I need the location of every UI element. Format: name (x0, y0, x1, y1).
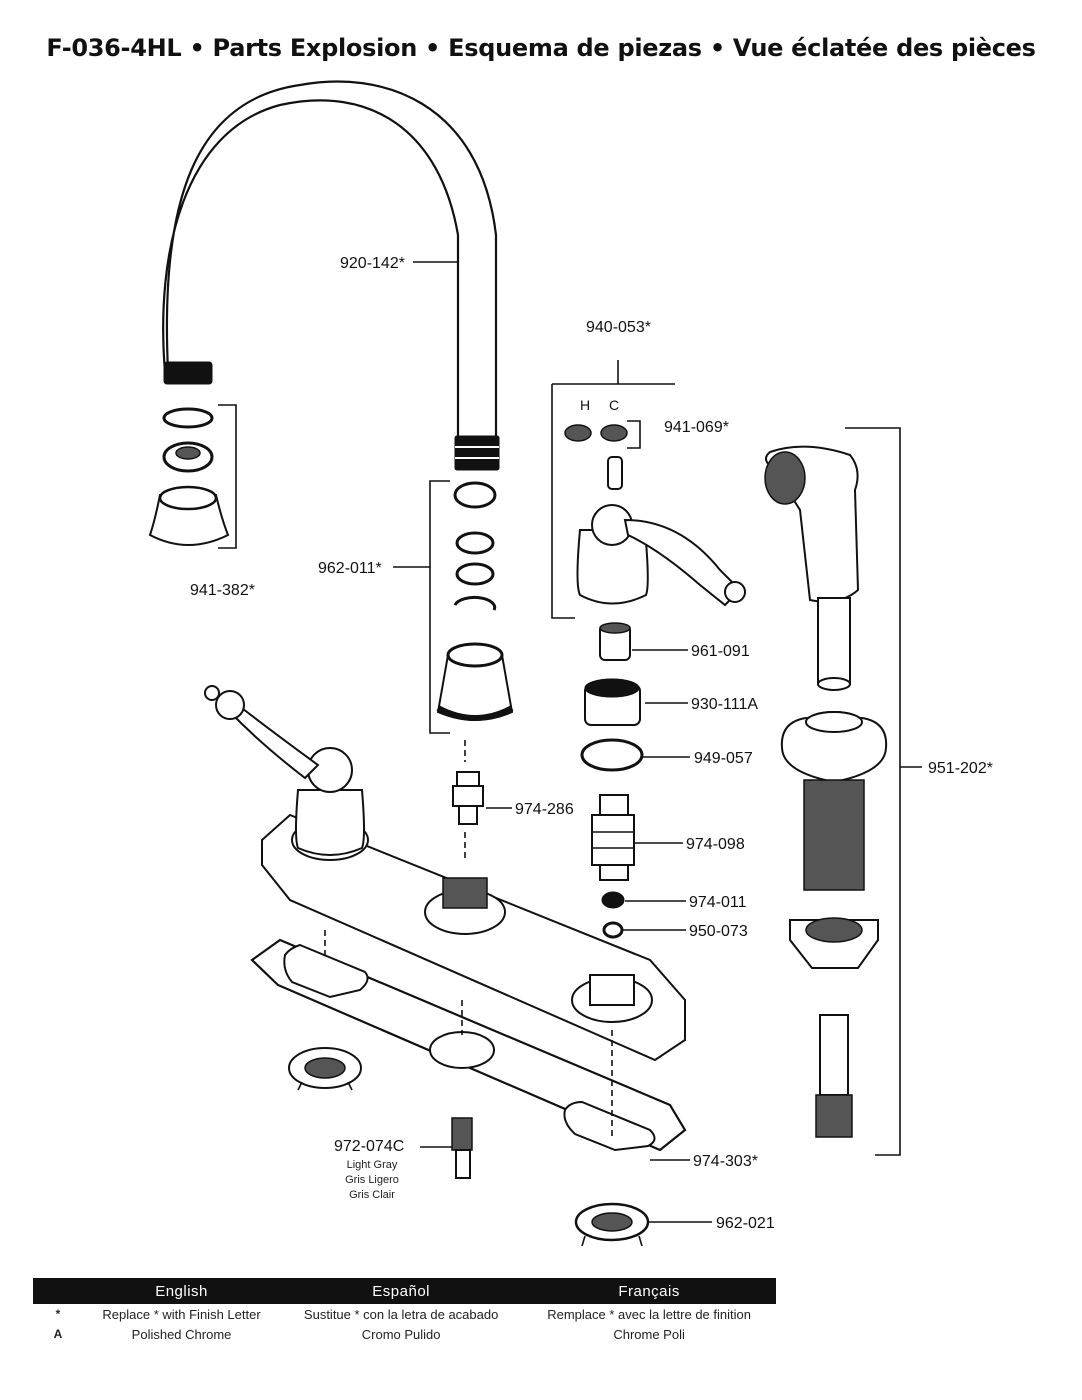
legend-header-french: Français (522, 1278, 776, 1304)
label-diverter: 974-286 (515, 801, 574, 818)
legend-key: * (55, 1307, 61, 1321)
label-o-ring: 949-057 (694, 750, 753, 767)
legend-header-english: English (83, 1278, 281, 1304)
legend-header-row: English Español Français (33, 1278, 776, 1304)
label-hose-adapter-color-es: Gris Ligero (345, 1174, 399, 1186)
finish-legend: English Español Français * Replace * wit… (33, 1278, 776, 1344)
legend-english: Polished Chrome (131, 1326, 232, 1342)
label-handle-assembly: 940-053* (586, 319, 651, 336)
label-seat: 974-011 (689, 894, 747, 911)
legend-row: A Polished Chrome Cromo Pulido Chrome Po… (33, 1324, 776, 1344)
part-labels: 920-142* 941-382* 962-011* 940-053* 941-… (190, 255, 993, 1232)
label-hose-adapter-color-fr: Gris Clair (349, 1189, 395, 1201)
label-cartridge: 974-098 (686, 836, 745, 853)
legend-french: Remplace * avec la lettre de finition (547, 1306, 751, 1322)
hose-adapter (420, 1117, 473, 1179)
label-spray-assembly: 951-202* (928, 760, 993, 777)
locknut-left (288, 1047, 362, 1091)
left-handle (204, 685, 365, 856)
legend-header-spanish: Español (280, 1278, 523, 1304)
index-cold-label: C (609, 397, 619, 413)
label-bonnet-nut: 961-091 (691, 643, 750, 660)
deck-gasket (250, 930, 687, 1152)
stem-parts (580, 622, 644, 970)
spray-assembly (764, 427, 922, 1156)
legend-row: * Replace * with Finish Letter Sustitue … (33, 1304, 776, 1324)
label-bonnet: 930-111A (691, 696, 758, 713)
legend-header-spacer (33, 1278, 83, 1304)
label-hose-adapter: 972-074C (334, 1138, 404, 1155)
label-aerator: 941-382* (190, 582, 255, 599)
label-deck-gasket: 974-303* (693, 1153, 758, 1170)
aerator-parts (148, 404, 237, 549)
diverter (452, 740, 484, 862)
legend-key: A (53, 1327, 63, 1341)
legend-english: Replace * with Finish Letter (102, 1306, 261, 1322)
label-hose-adapter-color-en: Light Gray (347, 1159, 398, 1171)
page-title: F-036-4HL • Parts Explosion • Esquema de… (46, 34, 1036, 62)
locknut-bottom (574, 1202, 650, 1247)
label-index-buttons: 941-069* (664, 419, 729, 436)
label-spout-seals: 962-011* (318, 560, 382, 577)
legend-spanish: Sustitue * con la letra de acabado (303, 1306, 499, 1322)
index-hot-label: H (580, 397, 590, 413)
legend-spanish: Cromo Pulido (361, 1326, 441, 1342)
leader-lines (393, 261, 712, 1223)
label-spring: 950-073 (689, 923, 748, 940)
spout-seals (429, 480, 514, 734)
handle-assembly: H C (551, 360, 746, 619)
parts-diagram: H C (148, 80, 993, 1247)
label-spout: 920-142* (340, 255, 405, 272)
label-locknut: 962-021 (716, 1215, 775, 1232)
spout (162, 80, 500, 471)
legend-french: Chrome Poli (613, 1326, 685, 1342)
